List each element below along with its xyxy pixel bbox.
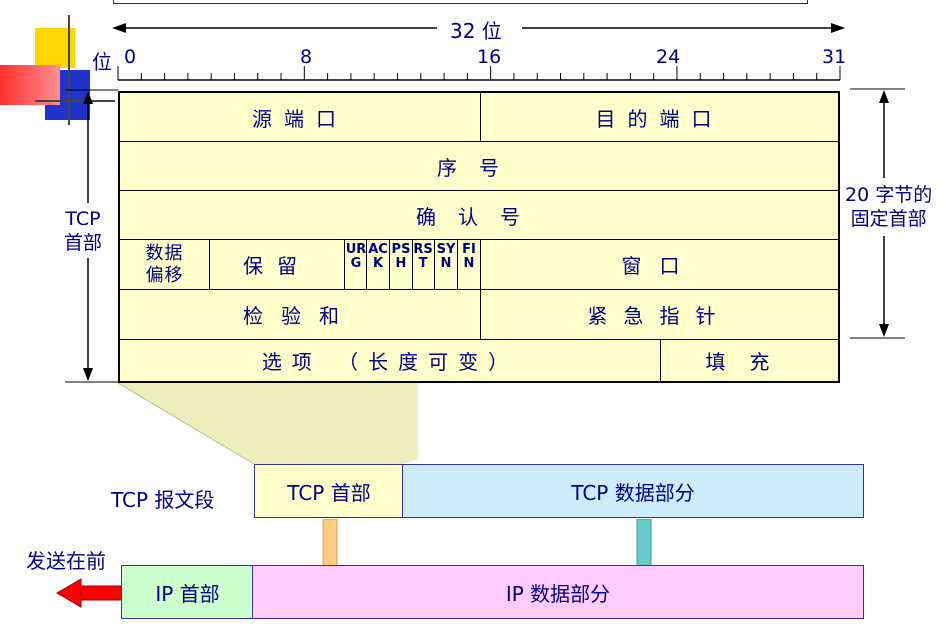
field-options: 选项 （长度可变） [261, 350, 519, 374]
bit-label: 位 [92, 50, 112, 74]
field-source-port: 源端口 [252, 106, 348, 131]
flag-urg: URG [345, 242, 367, 271]
ip-header: IP 首部 [121, 565, 254, 619]
flag-ack: ACK [368, 242, 388, 271]
segment-tcp-header: TCP 首部 [254, 464, 404, 518]
logo-decoration [0, 0, 120, 130]
bit-tick-8: 8 [300, 46, 313, 68]
field-sequence-number: 序号 [437, 155, 521, 180]
send-direction-arrow [56, 578, 124, 608]
width-arrow [112, 23, 845, 33]
bit-tick-16: 16 [477, 46, 502, 68]
fixed-header-extent-arrow [850, 88, 905, 339]
tcp-segment-label: TCP 报文段 [111, 488, 215, 512]
tcp-header-extent-arrow [65, 89, 118, 383]
field-window: 窗口 [621, 254, 698, 278]
field-ack-number: 确认号 [416, 204, 542, 229]
flag-fin: FIN [462, 242, 476, 271]
flag-psh: PSH [391, 242, 411, 271]
zoom-projection [118, 383, 418, 465]
fixed-header-label: 20 字节的 固定首部 [845, 184, 933, 230]
tcp-header-label: TCP 首部 [64, 208, 103, 254]
field-padding: 填充 [705, 350, 794, 374]
segment-tcp-data: TCP 数据部分 [402, 464, 864, 518]
header-width-label: 32 位 [450, 19, 502, 43]
flag-rst: RST [413, 242, 433, 271]
field-urgent-pointer: 紧急指针 [587, 304, 732, 328]
field-destination-port: 目的端口 [595, 106, 724, 131]
bit-tick-0: 0 [124, 46, 137, 68]
flag-syn: SYN [436, 242, 456, 271]
tcp-header-diagram: 源端口 目的端口 序号 确认号 数据 偏移 保留 URG ACK PSH RST… [118, 91, 840, 383]
field-checksum: 检验和 [243, 304, 357, 328]
send-first-label: 发送在前 [26, 549, 106, 573]
field-data-offset: 数据 偏移 [145, 242, 184, 286]
ip-data: IP 数据部分 [252, 565, 864, 619]
bit-tick-31: 31 [822, 46, 847, 68]
top-frame-line [113, 0, 808, 4]
field-reserved: 保留 [243, 254, 311, 278]
bit-ruler [117, 66, 841, 81]
bit-tick-24: 24 [656, 46, 681, 68]
